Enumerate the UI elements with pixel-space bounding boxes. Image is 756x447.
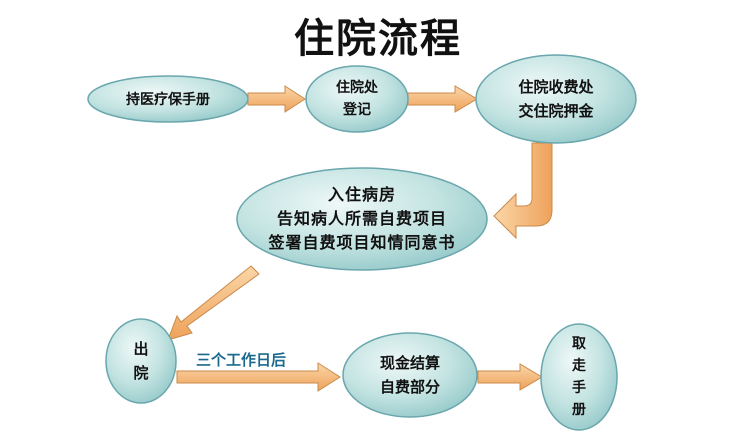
node-text: 持医疗保手册 <box>126 92 210 108</box>
edge-label-three-working-days: 三个工作日后 <box>196 351 287 369</box>
node-discharge: 出 院 <box>106 319 176 403</box>
arrow-discharge-to-settlement <box>176 362 341 392</box>
node-shape-cash-settlement <box>342 332 478 418</box>
node-text: 出 <box>133 340 149 358</box>
node-shape-admission-registration <box>305 65 409 133</box>
arrow-settlement-to-collect <box>477 363 543 391</box>
node-shape-collect-booklet <box>540 323 618 431</box>
arrow-registration-to-deposit <box>407 85 478 113</box>
node-deposit-payment: 住院收费处 交住院押金 <box>476 55 636 143</box>
node-text: 入住病房 <box>327 185 396 204</box>
node-text: 住院收费处 <box>518 78 594 96</box>
node-text: 手 <box>572 380 586 396</box>
node-shape-deposit-payment <box>475 54 637 144</box>
node-admission-registration: 住院处 登记 <box>306 66 408 132</box>
arrow-booklet-to-registration <box>247 85 306 113</box>
node-text: 现金结算 <box>379 354 440 372</box>
node-text: 住院处 <box>336 80 378 96</box>
page-title: 住院流程 <box>294 15 462 62</box>
node-text: 登记 <box>343 102 371 118</box>
node-text: 取 <box>572 336 586 352</box>
node-insurance-booklet: 持医疗保手册 <box>88 76 248 122</box>
node-text: 自费部分 <box>379 378 440 396</box>
node-cash-settlement: 现金结算 自费部分 <box>343 333 477 417</box>
node-shape-discharge <box>105 318 177 404</box>
node-ward-admission: 入住病房 告知病人所需自费项目 签署自费项目知情同意书 <box>237 168 487 270</box>
node-text: 册 <box>572 402 586 418</box>
arrow-ward-to-discharge <box>167 265 260 341</box>
node-text: 交住院押金 <box>518 102 594 120</box>
node-text: 告知病人所需自费项目 <box>276 209 447 228</box>
node-text: 走 <box>572 358 586 374</box>
node-text: 签署自费项目知情同意书 <box>268 233 456 252</box>
node-shape-insurance-booklet <box>87 75 249 123</box>
node-text: 院 <box>133 364 149 382</box>
arrow-deposit-to-ward <box>493 142 553 240</box>
node-shape-ward-admission <box>236 167 488 271</box>
node-collect-booklet: 取 走 手 册 <box>541 324 617 430</box>
